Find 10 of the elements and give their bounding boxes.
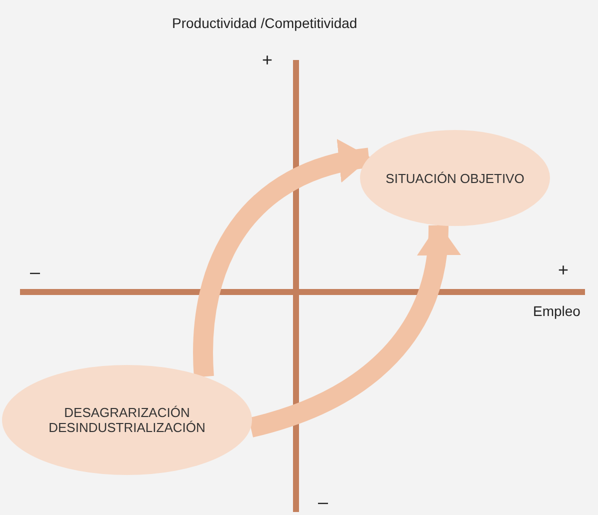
minus-sign: – — [30, 262, 40, 283]
ellipse-node: SITUACIÓN OBJETIVO — [360, 130, 550, 226]
plus-sign: + — [558, 260, 569, 281]
axis-title: Productividad /Competitividad — [172, 15, 358, 31]
curved-arrow — [248, 223, 460, 438]
curved-arrow — [193, 140, 371, 377]
plus-sign: + — [262, 50, 273, 71]
minus-sign: – — [318, 492, 328, 513]
axis-title: Empleo — [533, 303, 580, 319]
ellipse-node: DESAGRARIZACIÓN DESINDUSTRIALIZACIÓN — [2, 365, 252, 475]
